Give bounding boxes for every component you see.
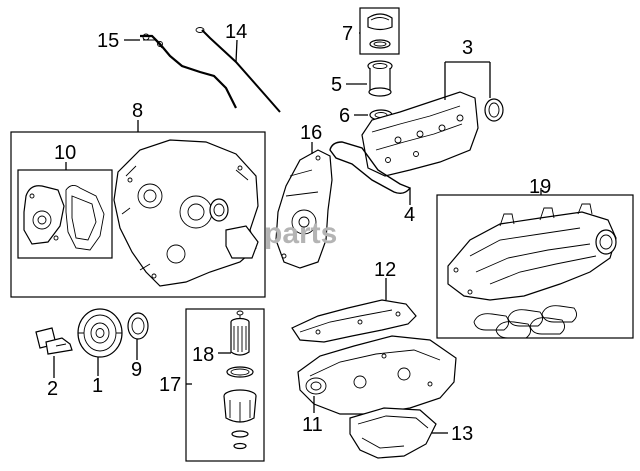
oil-cap-group-box [359, 7, 400, 55]
callout-6: 6 [339, 105, 350, 127]
crankshaft-pulley-bolt [35, 327, 73, 355]
timing-chain-cover [113, 139, 259, 287]
callout-13: 13 [451, 423, 473, 445]
crankshaft-seal [127, 312, 149, 340]
valve-cover-seal [484, 98, 504, 122]
callout-1: 1 [92, 375, 103, 397]
callout-19: 19 [529, 176, 551, 198]
oil-pump [275, 149, 333, 269]
oil-baffle-plate [291, 299, 417, 343]
callout-11: 11 [302, 414, 323, 436]
callout-14: 14 [225, 21, 247, 43]
oil-filler-cap [367, 13, 393, 49]
water-pump-subgroup-box [17, 169, 113, 259]
oil-filter-housing [223, 389, 257, 450]
water-pump [23, 185, 105, 251]
callout-15: 15 [97, 30, 119, 52]
callout-18: 18 [192, 344, 214, 366]
intake-manifold [447, 203, 617, 301]
oil-filter-group-box [185, 308, 265, 462]
intake-manifold-gaskets [473, 305, 577, 339]
intake-manifold-group-box [436, 194, 634, 339]
callout-3: 3 [462, 37, 473, 59]
oil-filter-element [230, 310, 250, 356]
valve-cover [361, 91, 479, 177]
crankshaft-pulley [77, 308, 123, 358]
oil-filter-o-ring [226, 366, 254, 378]
callout-12: 12 [374, 259, 396, 281]
leader-lines [53, 32, 542, 434]
callout-2: 2 [47, 378, 58, 400]
dipstick-tube [140, 33, 237, 109]
watermark-text: parts [264, 217, 337, 250]
callout-17: 17 [159, 374, 181, 396]
lower-oil-pan [349, 407, 437, 459]
callout-10: 10 [54, 142, 76, 164]
callout-5: 5 [331, 74, 342, 96]
callout-4: 4 [404, 204, 415, 226]
callout-8: 8 [132, 100, 143, 122]
oil-filler-neck [367, 60, 393, 97]
callout-16: 16 [300, 122, 322, 144]
callout-9: 9 [131, 359, 142, 381]
callout-7: 7 [342, 23, 353, 45]
upper-oil-pan [297, 335, 457, 415]
